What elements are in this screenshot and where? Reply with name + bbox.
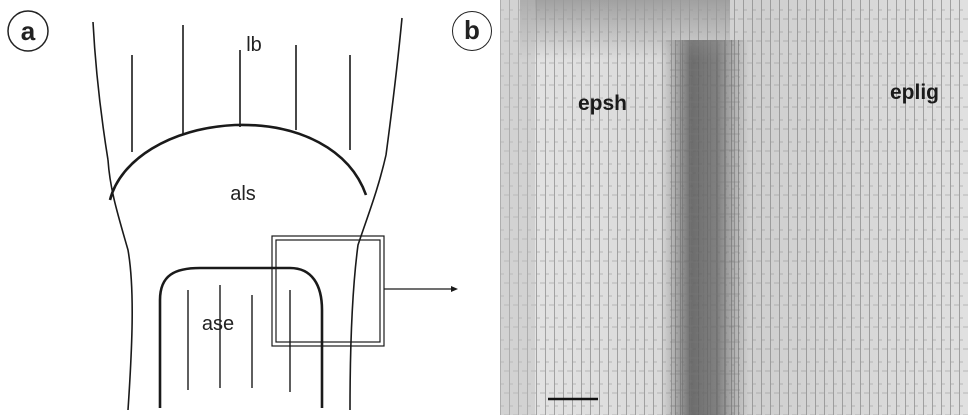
dark-band-texture <box>670 40 740 415</box>
panel-b-micrograph: epsh eplig <box>500 0 968 415</box>
blade-outline-right <box>386 18 402 155</box>
arrow-head <box>451 286 458 292</box>
label-epsh: epsh <box>578 92 627 115</box>
panel-a-drawing: a <box>0 0 500 415</box>
inset-box <box>272 236 384 346</box>
panel-b-letter: b <box>464 15 480 45</box>
panel-b-letter-wrap: b <box>452 11 492 51</box>
panel-a-letter-badge: a <box>8 11 48 51</box>
panel-b-image: epsh eplig <box>500 0 968 415</box>
left-shadow <box>500 0 535 415</box>
label-als: als <box>230 183 256 205</box>
sheath-outline-right <box>350 155 386 410</box>
inset-box-outer <box>272 236 384 346</box>
label-eplig: eplig <box>890 81 939 104</box>
inner-sheath-outline <box>160 268 322 408</box>
panel-a-letter: a <box>21 16 36 46</box>
inset-box-inner <box>276 240 380 342</box>
blade-outline-left <box>93 22 108 160</box>
label-lb: lb <box>246 34 262 56</box>
panel-a-diagram: a <box>0 0 500 415</box>
label-ase: ase <box>202 313 234 335</box>
inset-arrow <box>384 286 458 292</box>
top-region <box>520 0 730 60</box>
inner-sheath-veins <box>188 285 290 392</box>
